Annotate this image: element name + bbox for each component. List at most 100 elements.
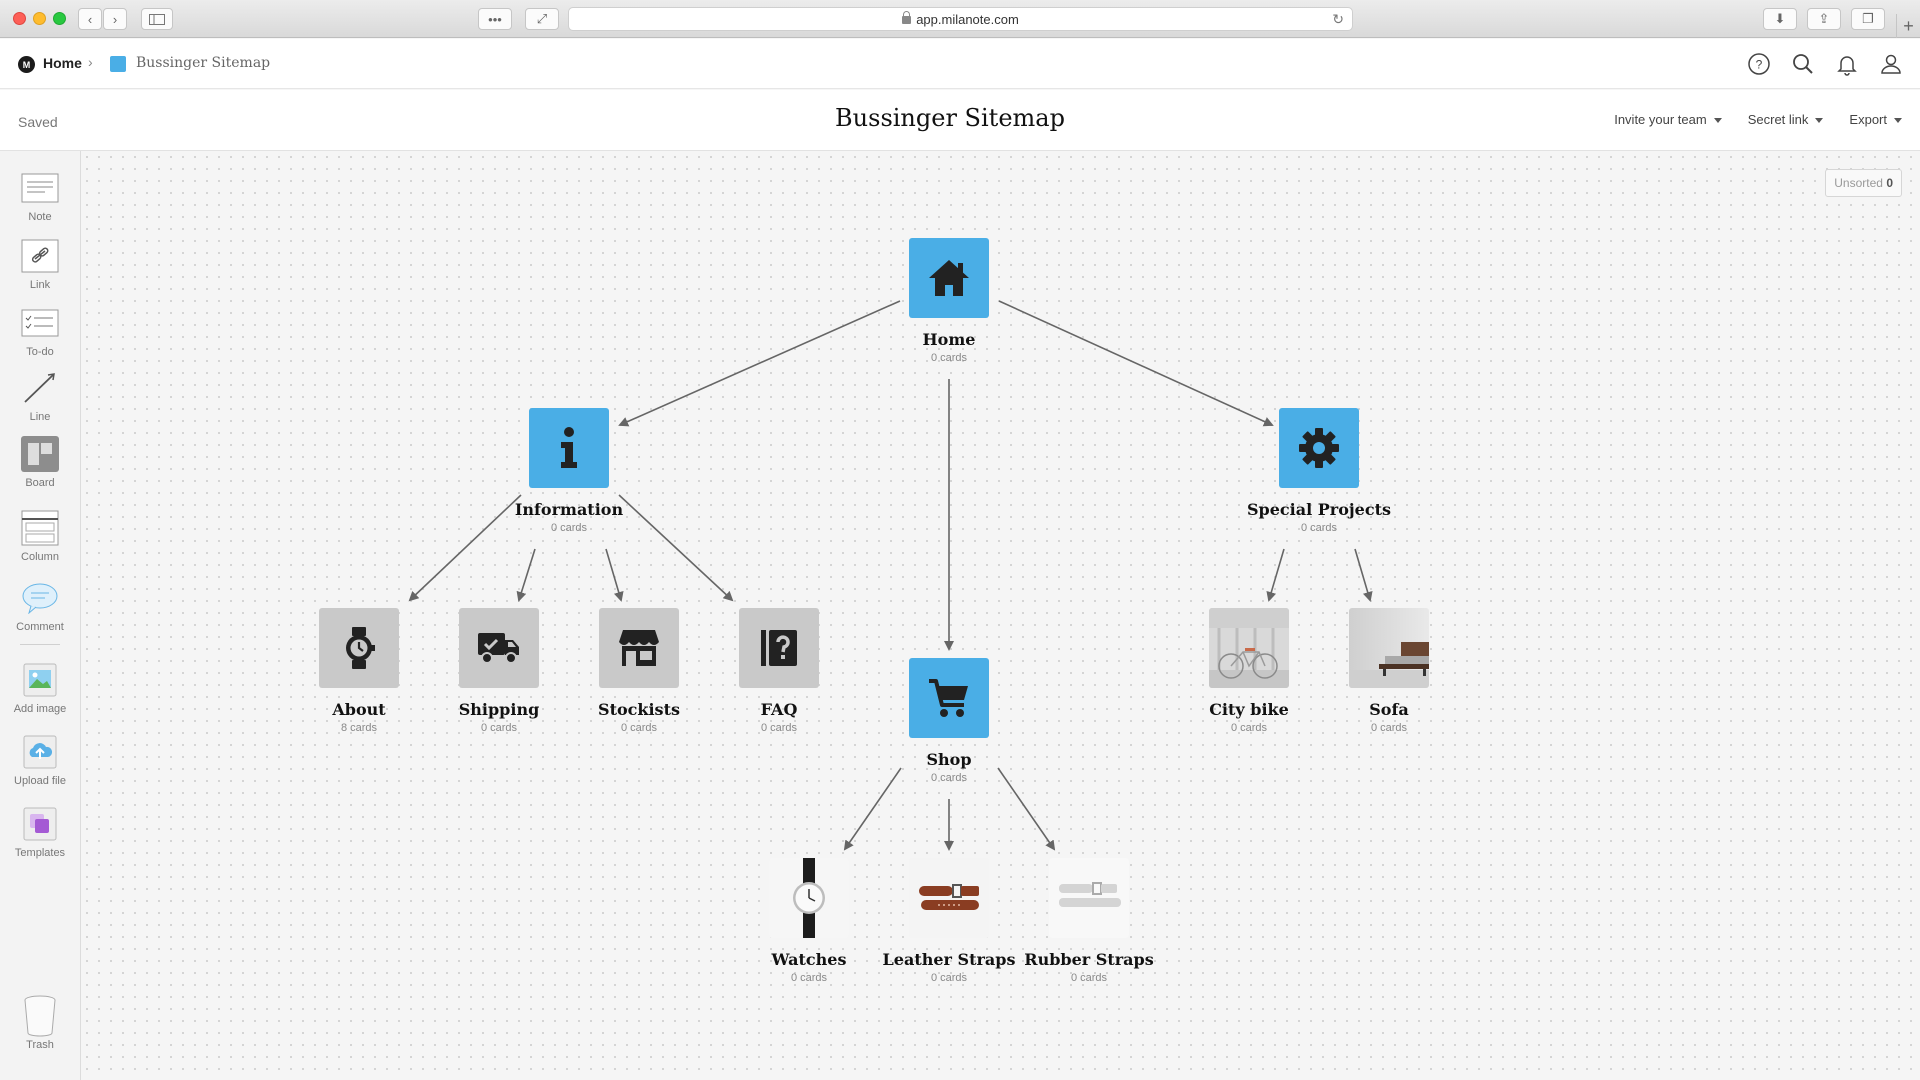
tool-add-image[interactable]: Add image [0,663,80,715]
store-icon [619,630,659,666]
tool-label: Board [25,477,55,489]
connector-information-stockists[interactable] [605,548,624,602]
board-title[interactable]: Bussinger Sitemap [835,104,1065,132]
tool-upload-file[interactable]: Upload file [0,735,80,787]
shipping-tile[interactable] [459,608,539,688]
unsorted-label: Unsorted [1834,176,1883,190]
new-tab-button[interactable]: + [1896,14,1920,38]
card-count: 8 cards [340,722,378,734]
board-card-rubber-straps[interactable]: Rubber Straps 0 cards [999,858,1179,984]
unsorted-button[interactable]: Unsorted 0 [1825,169,1902,197]
watches-image[interactable] [769,858,849,938]
url-text: app.milanote.com [916,11,1019,27]
breadcrumb-board[interactable]: Bussinger Sitemap [136,55,271,71]
card-count: 0 cards [480,722,518,734]
tool-templates[interactable]: Templates [0,807,80,859]
board-card-stockists[interactable]: Stockists 0 cards [549,608,729,734]
back-button[interactable]: ‹ [78,8,102,30]
about-tile[interactable] [319,608,399,688]
board-header: Saved Bussinger Sitemap Invite your team… [0,90,1920,151]
secret-link-button[interactable]: Secret link [1748,112,1824,127]
close-window-button[interactable] [13,12,26,25]
card-title: Watches [771,950,847,969]
board-card-city-bike[interactable]: City bike 0 cards [1159,608,1339,734]
share-button[interactable]: ⇪ [1807,8,1841,30]
board-card-faq[interactable]: FAQ 0 cards [689,608,869,734]
info-icon [561,427,577,468]
card-count: 0 cards [550,522,588,534]
search-button[interactable] [1788,49,1818,79]
connector-home-special[interactable] [998,300,1274,427]
faq-tile[interactable] [739,608,819,688]
trash-icon [24,995,56,1037]
account-button[interactable] [1876,49,1906,79]
tabs-overview-button[interactable]: ❐ [1851,8,1885,30]
tool-line[interactable]: Line [0,371,80,423]
invite-team-button[interactable]: Invite your team [1614,112,1722,127]
connector-information-about[interactable] [408,494,522,602]
cloud-upload-icon [23,735,57,769]
card-count: 0 cards [760,722,798,734]
board-card-shop[interactable]: Shop 0 cards [859,658,1039,784]
tool-note[interactable]: Note [0,171,80,223]
sofa-image[interactable] [1349,608,1429,688]
trash-button[interactable]: Trash [0,995,80,1051]
tool-label: Trash [26,1039,54,1051]
stockists-tile[interactable] [599,608,679,688]
connector-home-information[interactable] [618,300,901,427]
export-button[interactable]: Export [1849,112,1902,127]
rubber-straps-image[interactable] [1049,858,1129,938]
board-card-shipping[interactable]: Shipping 0 cards [409,608,589,734]
milanote-logo-icon[interactable]: M [18,56,35,73]
zoom-window-button[interactable] [53,12,66,25]
sidebar-toggle-button[interactable] [141,8,173,30]
tool-todo[interactable]: To-do [0,306,80,358]
expand-icon: ⤢ [536,11,548,26]
downloads-button[interactable]: ⬇ [1763,8,1797,30]
sidebar-icon [149,13,165,25]
connector-shop-watches[interactable] [843,767,902,851]
connector-shop-rubber[interactable] [997,767,1056,851]
board-card-about[interactable]: About 8 cards [269,608,449,734]
fullscreen-button[interactable]: ⤢ [525,8,559,30]
notifications-button[interactable] [1832,49,1862,79]
connector-special-sofa[interactable] [1354,548,1373,602]
card-title: Rubber Straps [1024,950,1154,969]
tool-label: Templates [14,847,66,859]
board-card-sofa[interactable]: Sofa 0 cards [1299,608,1479,734]
unsorted-count: 0 [1886,176,1893,190]
help-button[interactable]: ? [1744,49,1774,79]
card-count: 0 cards [1070,972,1108,984]
minimize-window-button[interactable] [33,12,46,25]
reload-icon[interactable]: ↻ [1332,11,1344,27]
connector-special-citybike[interactable] [1266,548,1285,602]
breadcrumb-home[interactable]: Home [43,55,82,71]
information-tile[interactable] [529,408,609,488]
card-title: Stockists [598,700,680,719]
extensions-button[interactable]: ••• [478,8,512,30]
special-projects-tile[interactable] [1279,408,1359,488]
board-card-leather-straps[interactable]: Leather Straps 0 cards [859,858,1039,984]
tool-link[interactable]: Link [0,239,80,291]
leather-straps-image[interactable] [909,858,989,938]
connector-information-faq[interactable] [618,494,734,602]
shop-tile[interactable] [909,658,989,738]
tool-comment[interactable]: Comment [0,581,80,633]
address-bar[interactable]: app.milanote.com ↻ [568,7,1353,31]
board-card-special-projects[interactable]: Special Projects 0 cards [1229,408,1409,534]
board-card-home[interactable]: Home 0 cards [859,238,1039,364]
tool-label: Link [29,279,51,291]
bell-icon [1837,56,1857,76]
board-card-information[interactable]: Information 0 cards [479,408,659,534]
tool-column[interactable]: Column [0,510,80,563]
forward-button[interactable]: › [103,8,127,30]
tool-board[interactable]: Board [0,436,80,489]
connector-information-shipping[interactable] [516,548,536,602]
board-canvas[interactable]: Unsorted 0 Home 0 cards [81,151,1920,1080]
export-label: Export [1849,112,1887,127]
city-bike-image[interactable] [1209,608,1289,688]
card-title: FAQ [760,700,798,719]
card-title: City bike [1209,700,1289,719]
home-tile[interactable] [909,238,989,318]
board-card-watches[interactable]: Watches 0 cards [719,858,899,984]
